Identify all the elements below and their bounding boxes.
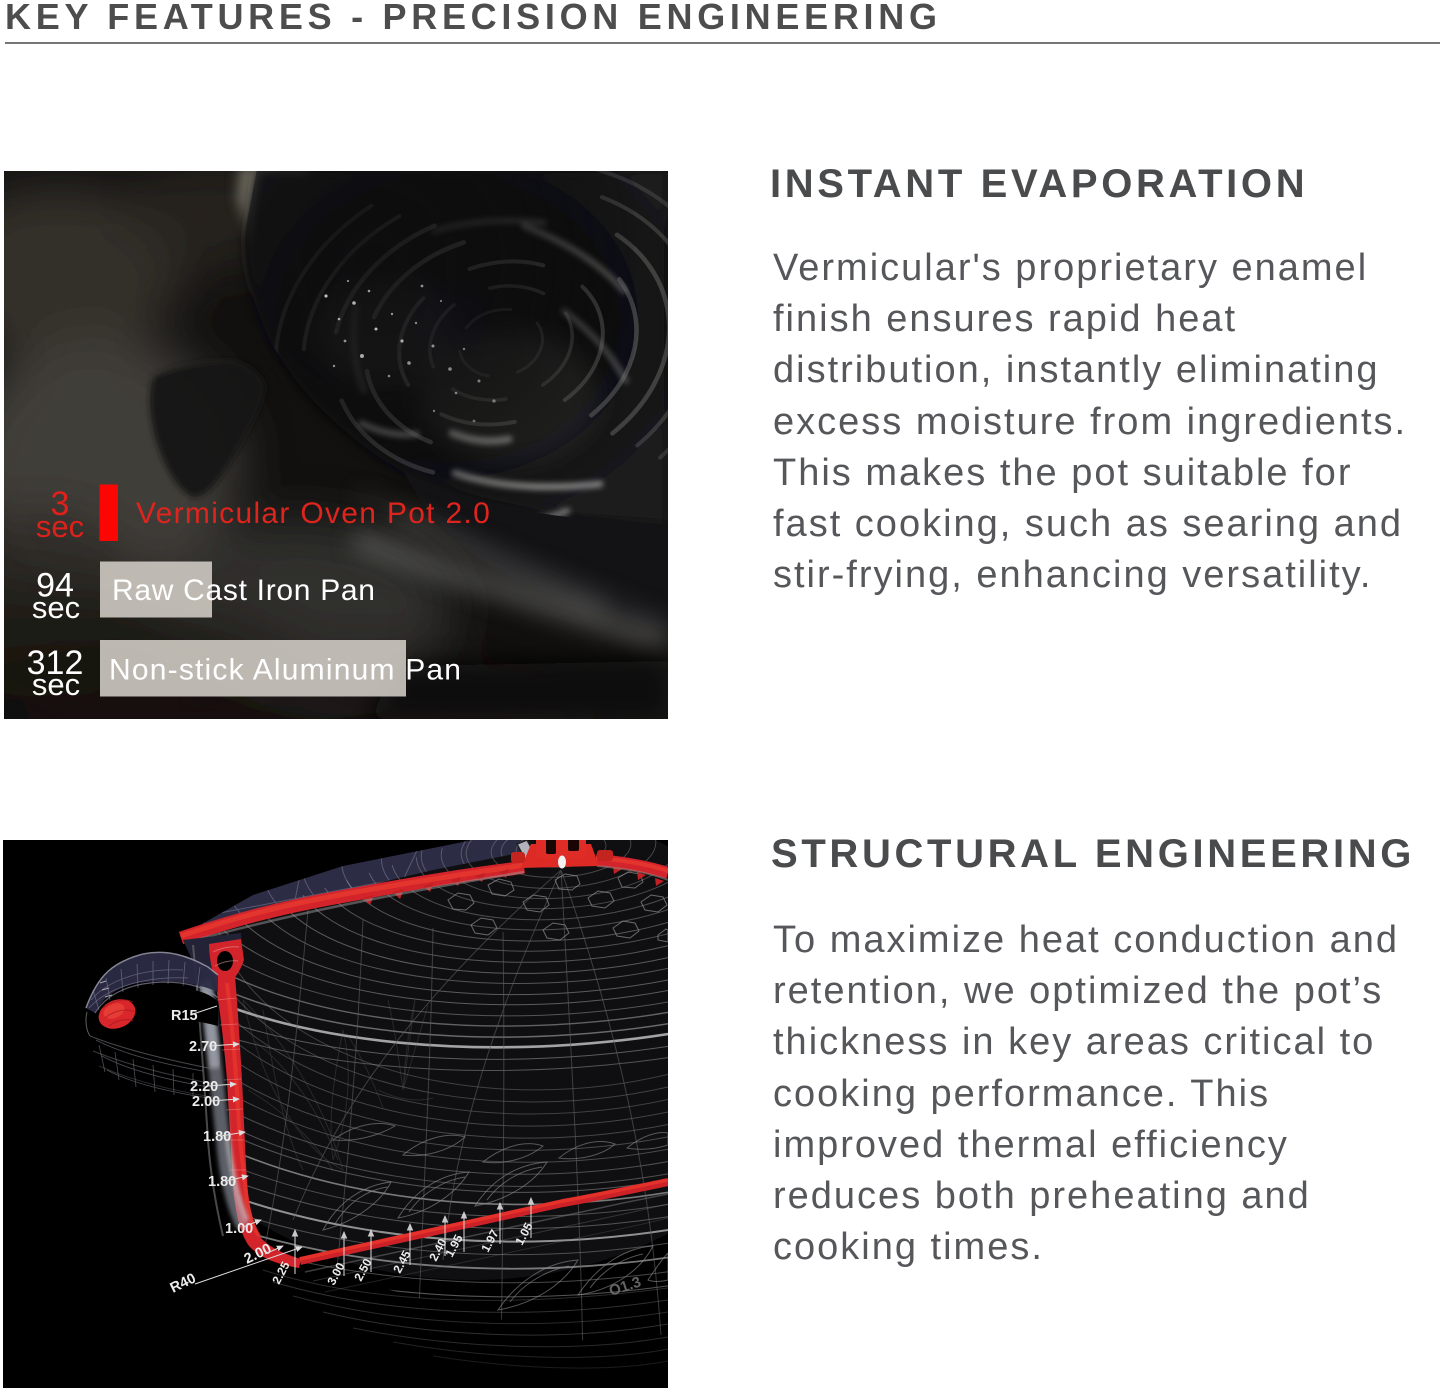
svg-text:2.70: 2.70 xyxy=(189,1039,217,1055)
svg-text:Raw Cast Iron Pan: Raw Cast Iron Pan xyxy=(112,574,376,607)
svg-text:sec: sec xyxy=(36,509,84,544)
svg-text:sec: sec xyxy=(32,590,80,625)
svg-text:2.00: 2.00 xyxy=(192,1094,220,1110)
svg-text:1.80: 1.80 xyxy=(208,1174,236,1190)
svg-text:sec: sec xyxy=(32,667,80,702)
svg-text:2.20: 2.20 xyxy=(190,1079,218,1095)
svg-text:94: 94 xyxy=(36,567,74,605)
svg-text:Non-stick Aluminum Pan: Non-stick Aluminum Pan xyxy=(109,654,462,687)
svg-text:312: 312 xyxy=(27,644,84,682)
svg-text:3: 3 xyxy=(51,485,70,523)
svg-text:1.80: 1.80 xyxy=(203,1129,231,1145)
svg-text:Vermicular Oven Pot 2.0: Vermicular Oven Pot 2.0 xyxy=(136,497,491,530)
svg-text:R15: R15 xyxy=(171,1008,198,1024)
svg-text:1.00: 1.00 xyxy=(225,1221,253,1237)
